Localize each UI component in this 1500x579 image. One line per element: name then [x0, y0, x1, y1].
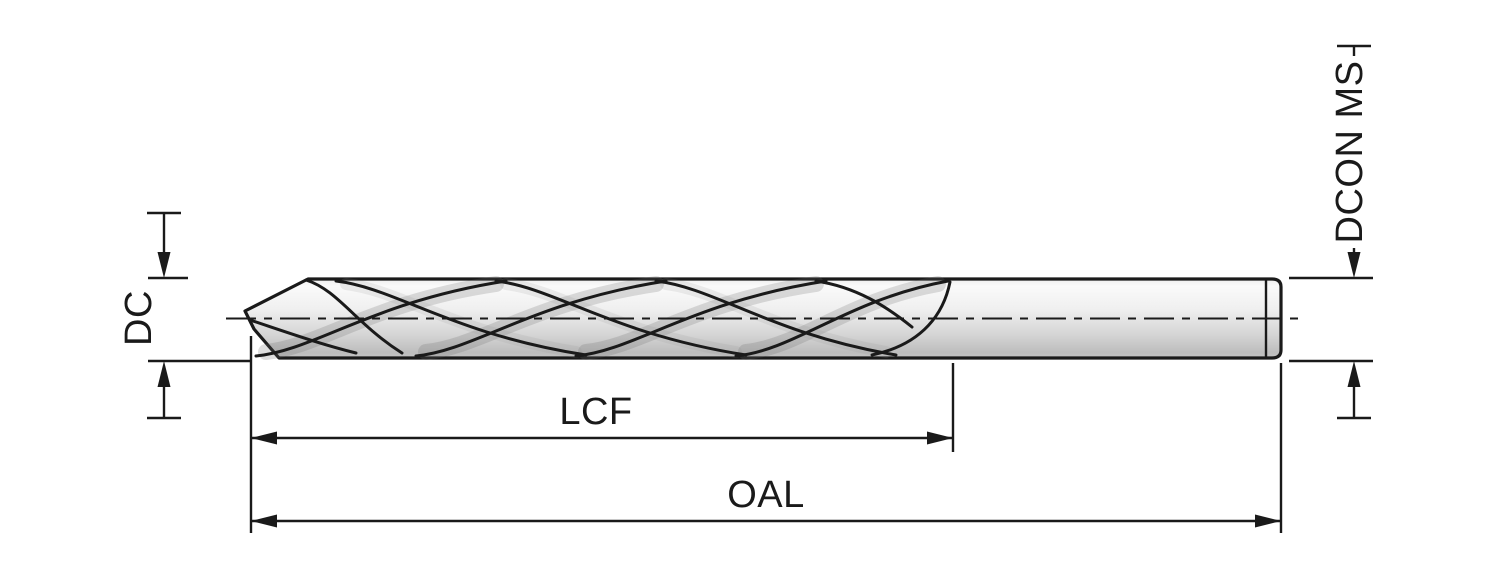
dc-label: DC: [118, 290, 160, 346]
flute-edges-up: [254, 279, 950, 358]
flute-edge: [304, 278, 404, 355]
dcon-bottom-arrowhead: [1347, 361, 1361, 387]
lcf-right-arrowhead: [927, 431, 953, 445]
dcon-dimension: DCON MS: [1289, 44, 1373, 420]
dc-top-arrowhead: [157, 252, 171, 278]
drill-bit: [243, 276, 1283, 360]
flute-edge: [734, 279, 950, 358]
flute-runout: [870, 280, 952, 357]
lcf-label: LCF: [559, 391, 632, 433]
lcf-left-arrowhead: [251, 431, 277, 445]
flute-edge: [574, 279, 828, 358]
flute-edge: [654, 279, 898, 357]
tip-cutting-lip: [248, 318, 358, 355]
lcf-dimension: LCF: [249, 336, 955, 533]
flute-edge: [334, 279, 588, 357]
flute-edge: [414, 279, 668, 358]
oal-right-arrowhead: [1255, 514, 1281, 528]
dcon-ms-label: DCON MS: [1329, 61, 1371, 244]
flute-edge: [494, 279, 748, 357]
flute-edges-down: [304, 278, 914, 357]
flute-edge: [814, 279, 914, 329]
oal-label: OAL: [727, 474, 805, 516]
oal-dimension: OAL: [251, 363, 1283, 533]
dc-bottom-arrowhead: [157, 361, 171, 387]
flute-edge: [254, 279, 508, 358]
dc-dimension: DC: [118, 211, 252, 420]
oal-left-arrowhead: [251, 514, 277, 528]
dcon-top-arrowhead: [1347, 252, 1361, 278]
